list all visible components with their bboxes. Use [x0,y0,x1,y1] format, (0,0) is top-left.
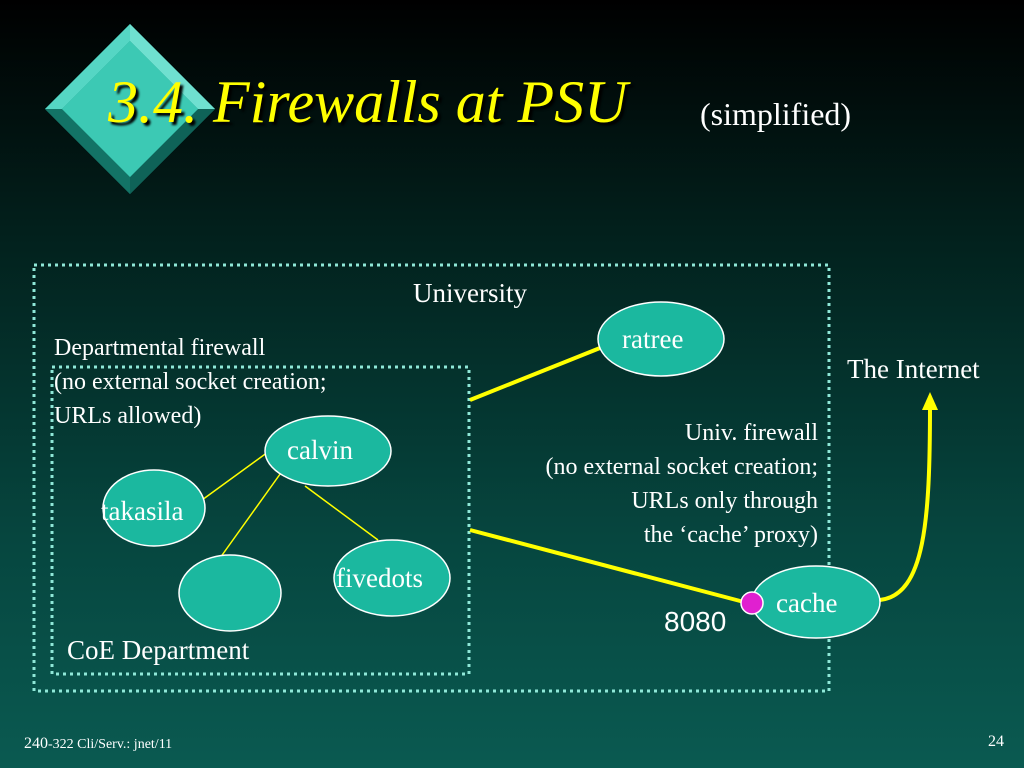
university-boundary [32,263,831,693]
port-label: 8080 [664,606,727,637]
univ-firewall-line-2: (no external socket creation; [545,454,818,480]
slide-subtitle: (simplified) [700,96,852,132]
node-ratree [597,301,725,377]
port-dot [740,591,764,615]
arrow-up-icon [922,392,938,410]
dept-firewall-line-3: URLs allowed) [54,403,202,429]
page-number: 24 [988,733,1004,750]
node-unnamed [178,554,282,632]
coe-department-label: CoE Department [67,635,250,665]
univ-firewall-line-1: Univ. firewall [684,420,818,446]
coe-department-boundary [50,365,471,676]
title-diamond-decoration [45,24,215,194]
dept-firewall-line-2: (no external socket creation; [54,369,327,395]
diamond-icon [45,24,215,194]
university-label: University [413,278,527,308]
link-dept-firewall-cache [469,528,745,604]
node-label-ratree: ratree [622,324,684,354]
node-calvin [264,415,392,487]
link-calvin-fivedots [304,485,379,541]
univ-firewall-line-4: the ‘cache’ proxy) [643,522,818,548]
node-takasila [102,469,206,547]
univ-firewall-line-3: URLs only through [631,488,818,514]
node-label-fivedots: fivedots [336,563,423,593]
link-dept-firewall-ratree [469,344,606,402]
dept-firewall-line-1: Departmental firewall [54,335,266,361]
link-cache-internet [879,404,932,602]
link-calvin-takasila [201,451,269,501]
footer-course-number: 240 [24,735,48,752]
node-label-calvin: calvin [287,435,353,465]
internet-label: The Internet [847,354,980,384]
node-label-takasila: takasila [101,496,184,526]
link-calvin-unnamed [219,469,284,559]
node-label-cache: cache [776,588,838,618]
slide-title: 3.4. Firewalls at PSU [108,69,628,135]
footer-course-text: -322 Cli/Serv.: jnet/11 [48,737,173,752]
node-fivedots [333,539,451,617]
footer-course: 240-322 Cli/Serv.: jnet/11 [24,735,172,753]
